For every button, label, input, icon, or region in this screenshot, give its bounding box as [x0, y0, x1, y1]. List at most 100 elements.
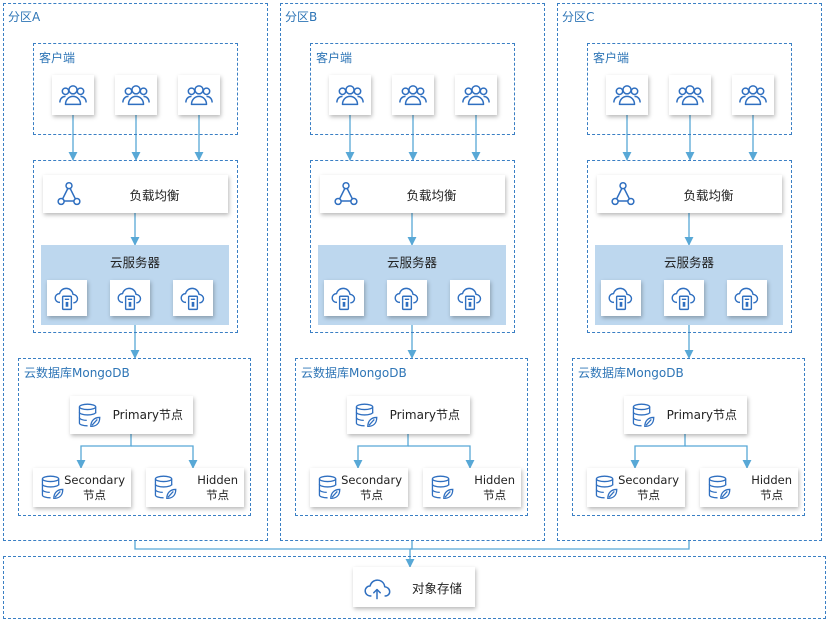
database-leaf-icon [77, 402, 103, 428]
cloud-server-card [110, 280, 150, 316]
zone-b [280, 3, 545, 541]
object-storage-label: 对象存储 [411, 580, 462, 596]
client-group-title: 客户端 [39, 51, 76, 65]
cloud-server-card [47, 280, 87, 316]
storage-zone [3, 556, 826, 619]
client-card [606, 75, 648, 115]
cloud-server-icon [607, 284, 635, 312]
zone-a [3, 3, 268, 541]
secondary-node-line1: Secondary [618, 472, 679, 487]
hidden-node-line2: 节点 [760, 487, 784, 502]
users-icon [738, 80, 768, 110]
hidden-node-line1: Hidden [751, 472, 792, 487]
database-leaf-icon [594, 474, 620, 500]
connector-arrow [76, 434, 132, 469]
secondary-node-line1: Secondary [64, 472, 125, 487]
service-group [33, 160, 238, 333]
primary-node-card: Primary节点 [624, 396, 747, 434]
primary-node-label: Primary节点 [113, 396, 183, 434]
load-balancer-label: 负载均衡 [129, 187, 180, 203]
cloud-server-icon [53, 284, 81, 312]
database-group [18, 358, 251, 516]
client-group [310, 43, 515, 135]
secondary-node-line2: 节点 [83, 487, 107, 502]
connector-arrow [353, 434, 409, 469]
users-icon [398, 80, 428, 110]
hidden-node-line1: Hidden [197, 472, 238, 487]
client-card [455, 75, 497, 115]
client-card [392, 75, 434, 115]
object-storage-card: 对象存储 [353, 567, 475, 607]
client-group [587, 43, 792, 135]
network-triangle-icon [609, 180, 637, 208]
users-icon [184, 80, 214, 110]
zone-title: 分区B [285, 10, 318, 24]
load-balancer-card: 负载均衡 [320, 175, 505, 213]
primary-node-text: Primary节点 [666, 407, 737, 422]
database-group [295, 358, 528, 516]
hidden-node-line2: 节点 [206, 487, 230, 502]
network-triangle-icon [55, 180, 83, 208]
load-balancer-label: 负载均衡 [406, 187, 457, 203]
connector-line [410, 541, 690, 550]
cloud-server-icon [330, 284, 358, 312]
zone-title: 分区C [562, 10, 595, 24]
database-leaf-icon [354, 402, 380, 428]
service-group [310, 160, 515, 333]
database-leaf-icon [631, 402, 657, 428]
primary-node-text: Primary节点 [112, 407, 183, 422]
client-card [52, 75, 94, 115]
cloud-server-card [173, 280, 213, 316]
connector-arrow [685, 445, 752, 469]
users-icon [335, 80, 365, 110]
zone-title: 分区A [8, 10, 41, 24]
primary-node-card: Primary节点 [347, 396, 470, 434]
connector-line [134, 541, 410, 550]
users-icon [612, 80, 642, 110]
service-group [587, 160, 792, 333]
zone-c [557, 3, 822, 541]
client-group [33, 43, 238, 135]
client-group-title: 客户端 [316, 51, 353, 65]
client-card [115, 75, 157, 115]
database-group-title: 云数据库MongoDB [301, 366, 407, 380]
secondary-node-line2: 节点 [637, 487, 661, 502]
connector-arrow [131, 445, 198, 469]
cloud-server-card [324, 280, 364, 316]
primary-node-card: Primary节点 [70, 396, 193, 434]
cloud-server-icon [116, 284, 144, 312]
load-balancer-card: 负载均衡 [43, 175, 228, 213]
load-balancer-card: 负载均衡 [597, 175, 782, 213]
client-card [669, 75, 711, 115]
users-icon [58, 80, 88, 110]
client-card [178, 75, 220, 115]
primary-node-label: Primary节点 [667, 396, 737, 434]
cloud-server-title: 云服务器 [663, 255, 714, 270]
client-group-title: 客户端 [593, 51, 630, 65]
database-leaf-icon [707, 474, 733, 500]
cloud-server-icon [179, 284, 207, 312]
load-balancer-label: 负载均衡 [683, 187, 734, 203]
primary-node-text: Primary节点 [389, 407, 460, 422]
secondary-node-line1: Secondary [341, 472, 402, 487]
users-icon [461, 80, 491, 110]
database-leaf-icon [153, 474, 179, 500]
database-leaf-icon [317, 474, 343, 500]
cloud-server-icon [393, 284, 421, 312]
cloud-server-icon [733, 284, 761, 312]
connector-arrow [630, 434, 686, 469]
hidden-node-line1: Hidden [474, 472, 515, 487]
hidden-node-line2: 节点 [483, 487, 507, 502]
cloud-server-icon [670, 284, 698, 312]
connector-arrow [408, 445, 475, 469]
connector-line [410, 541, 413, 550]
